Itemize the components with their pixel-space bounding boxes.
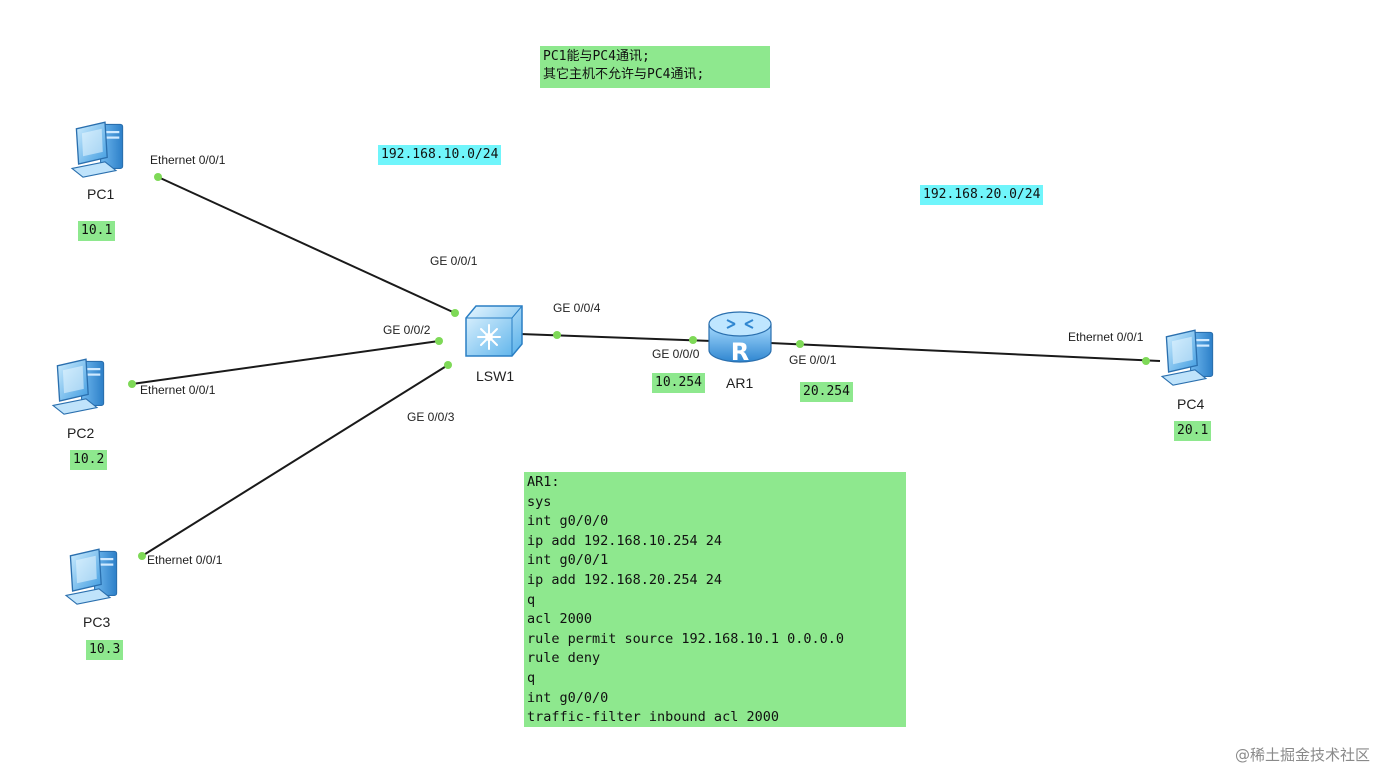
pc2-ip: 10.2 (70, 450, 108, 470)
port-dot (435, 337, 443, 345)
pc1-name: PC1 (87, 186, 115, 202)
pc3-name: PC3 (83, 614, 111, 630)
config-line: rule permit source 192.168.10.1 0.0.0.0 (527, 630, 844, 647)
ar1-port-right: GE 0/0/1 (789, 353, 837, 367)
pc3-port-label: Ethernet 0/0/1 (147, 553, 223, 567)
note-line: PC1能与PC4通讯; (543, 49, 650, 64)
config-line: ip add 192.168.20.254 24 (527, 571, 723, 588)
lsw1-port-ge003: GE 0/0/3 (407, 410, 455, 424)
port-dot (689, 336, 697, 344)
pc3-icon[interactable] (65, 548, 118, 605)
port-dot (444, 361, 452, 369)
config-line: acl 2000 (527, 611, 593, 628)
pc2-port-label: Ethernet 0/0/1 (140, 383, 216, 397)
requirement-note: PC1能与PC4通讯; 其它主机不允许与PC4通讯; (540, 46, 770, 88)
config-line: q (527, 669, 536, 686)
network-label-right: 192.168.20.0/24 (920, 185, 1044, 205)
port-dots (128, 173, 1150, 560)
port-dot (451, 309, 459, 317)
port-dot (796, 340, 804, 348)
ar1-ip-right: 20.254 (800, 382, 853, 402)
ar1-port-left: GE 0/0/0 (652, 347, 700, 361)
pc3-ip: 10.3 (86, 640, 124, 660)
pc1-ip: 10.1 (78, 221, 116, 241)
lsw1-name: LSW1 (476, 368, 515, 384)
pc4-ip: 20.1 (1174, 421, 1212, 441)
config-line: sys (527, 493, 552, 510)
link-lsw1-ar1 (519, 333, 713, 342)
svg-text:R: R (731, 338, 749, 366)
port-dot (1142, 357, 1150, 365)
link-pc1-lsw1 (157, 176, 456, 314)
lsw1-port-ge004: GE 0/0/4 (553, 301, 601, 315)
config-line: int g0/0/0 (527, 689, 609, 706)
port-dot (128, 380, 136, 388)
ar1-config-block: AR1: sys int g0/0/0 ip add 192.168.10.254 2… (524, 472, 906, 727)
port-dot (138, 552, 146, 560)
link-ar1-pc4 (769, 342, 1161, 362)
pc4-icon[interactable] (1161, 329, 1214, 386)
ar1-ip-left: 10.254 (652, 373, 705, 393)
pc1-icon[interactable] (71, 121, 124, 178)
config-line: AR1: (527, 474, 560, 490)
switch-icon[interactable] (465, 305, 523, 357)
config-line: traffic-filter inbound acl 2000 (527, 709, 779, 726)
lsw1-port-ge001: GE 0/0/1 (430, 254, 478, 268)
link-pc2-lsw1 (131, 340, 440, 385)
pc4-port-label: Ethernet 0/0/1 (1068, 330, 1144, 344)
config-line: rule deny (527, 650, 601, 667)
config-line: int g0/0/0 (527, 513, 609, 530)
links (131, 176, 1161, 557)
network-label-left: 192.168.10.0/24 (378, 145, 502, 165)
pc2-name: PC2 (67, 425, 95, 441)
router-icon[interactable]: R (708, 311, 772, 366)
watermark: @稀土掘金技术社区 (1234, 746, 1370, 764)
ar1-name: AR1 (726, 375, 754, 391)
config-line: ip add 192.168.10.254 24 (527, 532, 723, 549)
pc2-icon[interactable] (52, 358, 105, 415)
pc4-name: PC4 (1177, 396, 1205, 412)
config-line: q (527, 591, 536, 608)
port-dot (553, 331, 561, 339)
note-line: 其它主机不允许与PC4通讯; (543, 67, 705, 82)
lsw1-port-ge002: GE 0/0/2 (383, 323, 431, 337)
link-pc3-lsw1 (141, 364, 449, 557)
config-line: int g0/0/1 (527, 552, 609, 569)
pc1-port-label: Ethernet 0/0/1 (150, 153, 226, 167)
port-dot (154, 173, 162, 181)
